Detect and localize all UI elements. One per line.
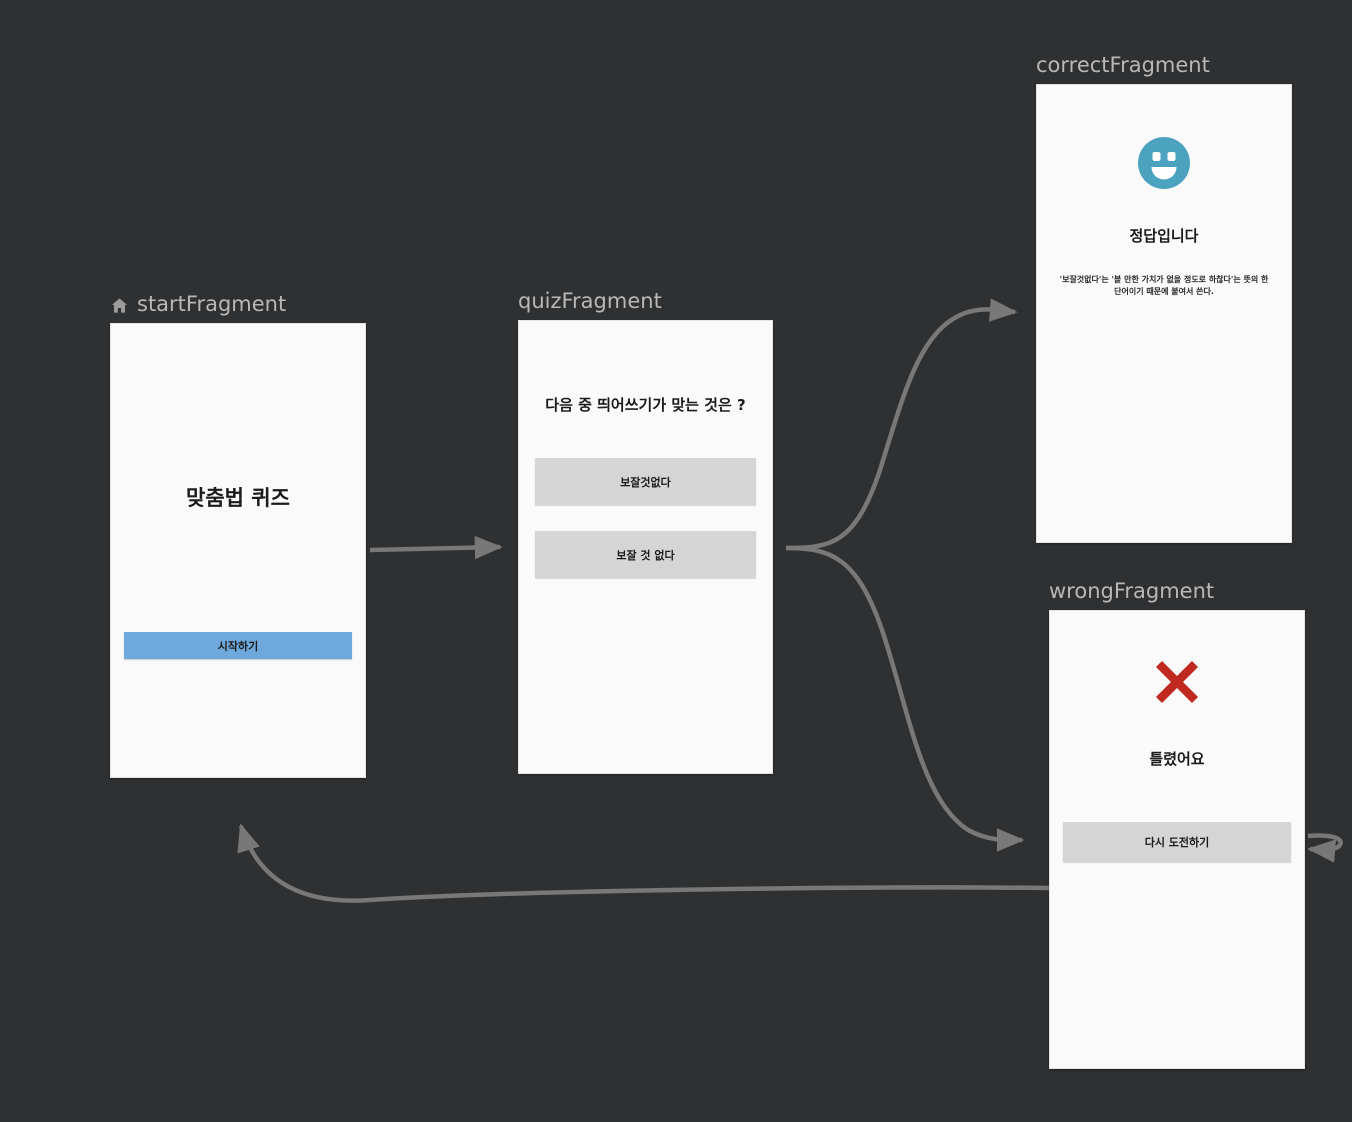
edge-quiz-to-correct[interactable] <box>785 298 1018 551</box>
destination-label-quiz: quizFragment <box>518 289 662 313</box>
home-icon <box>110 296 129 315</box>
destination-label-correct-text: correctFragment <box>1036 53 1210 77</box>
retry-button[interactable]: 다시 도전하기 <box>1063 822 1291 862</box>
smiley-face-icon <box>1138 137 1190 189</box>
destination-label-quiz-text: quizFragment <box>518 289 662 313</box>
start-fragment-preview[interactable]: 맞춤법 퀴즈 시작하기 <box>110 323 366 778</box>
edge-start-to-quiz[interactable] <box>369 535 503 560</box>
destination-start-fragment[interactable]: startFragment 맞춤법 퀴즈 시작하기 <box>110 292 366 778</box>
destination-label-wrong: wrongFragment <box>1049 579 1214 603</box>
correct-fragment-preview[interactable]: 정답입니다 '보잘것없다'는 '볼 만한 가치가 없을 정도로 하찮다'는 뜻의… <box>1036 84 1292 543</box>
destination-label-wrong-text: wrongFragment <box>1049 579 1215 603</box>
edge-wrong-self-loop[interactable] <box>1307 833 1343 863</box>
destination-quiz-fragment[interactable]: quizFragment 다음 중 띄어쓰기가 맞는 것은 ? 보잘것없다 보잘… <box>518 289 773 774</box>
wrong-title: 틀렸어요 <box>1149 750 1205 768</box>
start-quiz-button[interactable]: 시작하기 <box>124 632 352 659</box>
quiz-choice-2-button[interactable]: 보잘 것 없다 <box>535 531 756 578</box>
correct-description: '보잘것없다'는 '볼 만한 가치가 없을 정도로 하찮다'는 뜻의 한 단어이… <box>1059 275 1269 297</box>
wrong-fragment-preview[interactable]: 틀렸어요 다시 도전하기 <box>1049 610 1305 1069</box>
destination-label-start-text: startFragment <box>137 292 287 316</box>
edge-quiz-to-wrong[interactable] <box>785 545 1025 852</box>
correct-title: 정답입니다 <box>1129 227 1199 245</box>
quiz-choice-1-button[interactable]: 보잘것없다 <box>535 458 756 505</box>
quiz-question: 다음 중 띄어쓰기가 맞는 것은 ? <box>545 396 746 414</box>
edge-wrong-to-start[interactable] <box>237 823 1161 903</box>
red-cross-icon <box>1152 657 1202 707</box>
destination-label-correct: correctFragment <box>1036 53 1210 77</box>
destination-correct-fragment[interactable]: correctFragment 정답입니다 '보잘것없다'는 '볼 만한 가치가… <box>1036 53 1292 543</box>
quiz-fragment-preview[interactable]: 다음 중 띄어쓰기가 맞는 것은 ? 보잘것없다 보잘 것 없다 <box>518 320 773 774</box>
destination-label-start: startFragment <box>110 292 286 316</box>
start-title: 맞춤법 퀴즈 <box>186 486 290 510</box>
destination-wrong-fragment[interactable]: wrongFragment 틀렸어요 다시 도전하기 <box>1049 579 1305 1069</box>
